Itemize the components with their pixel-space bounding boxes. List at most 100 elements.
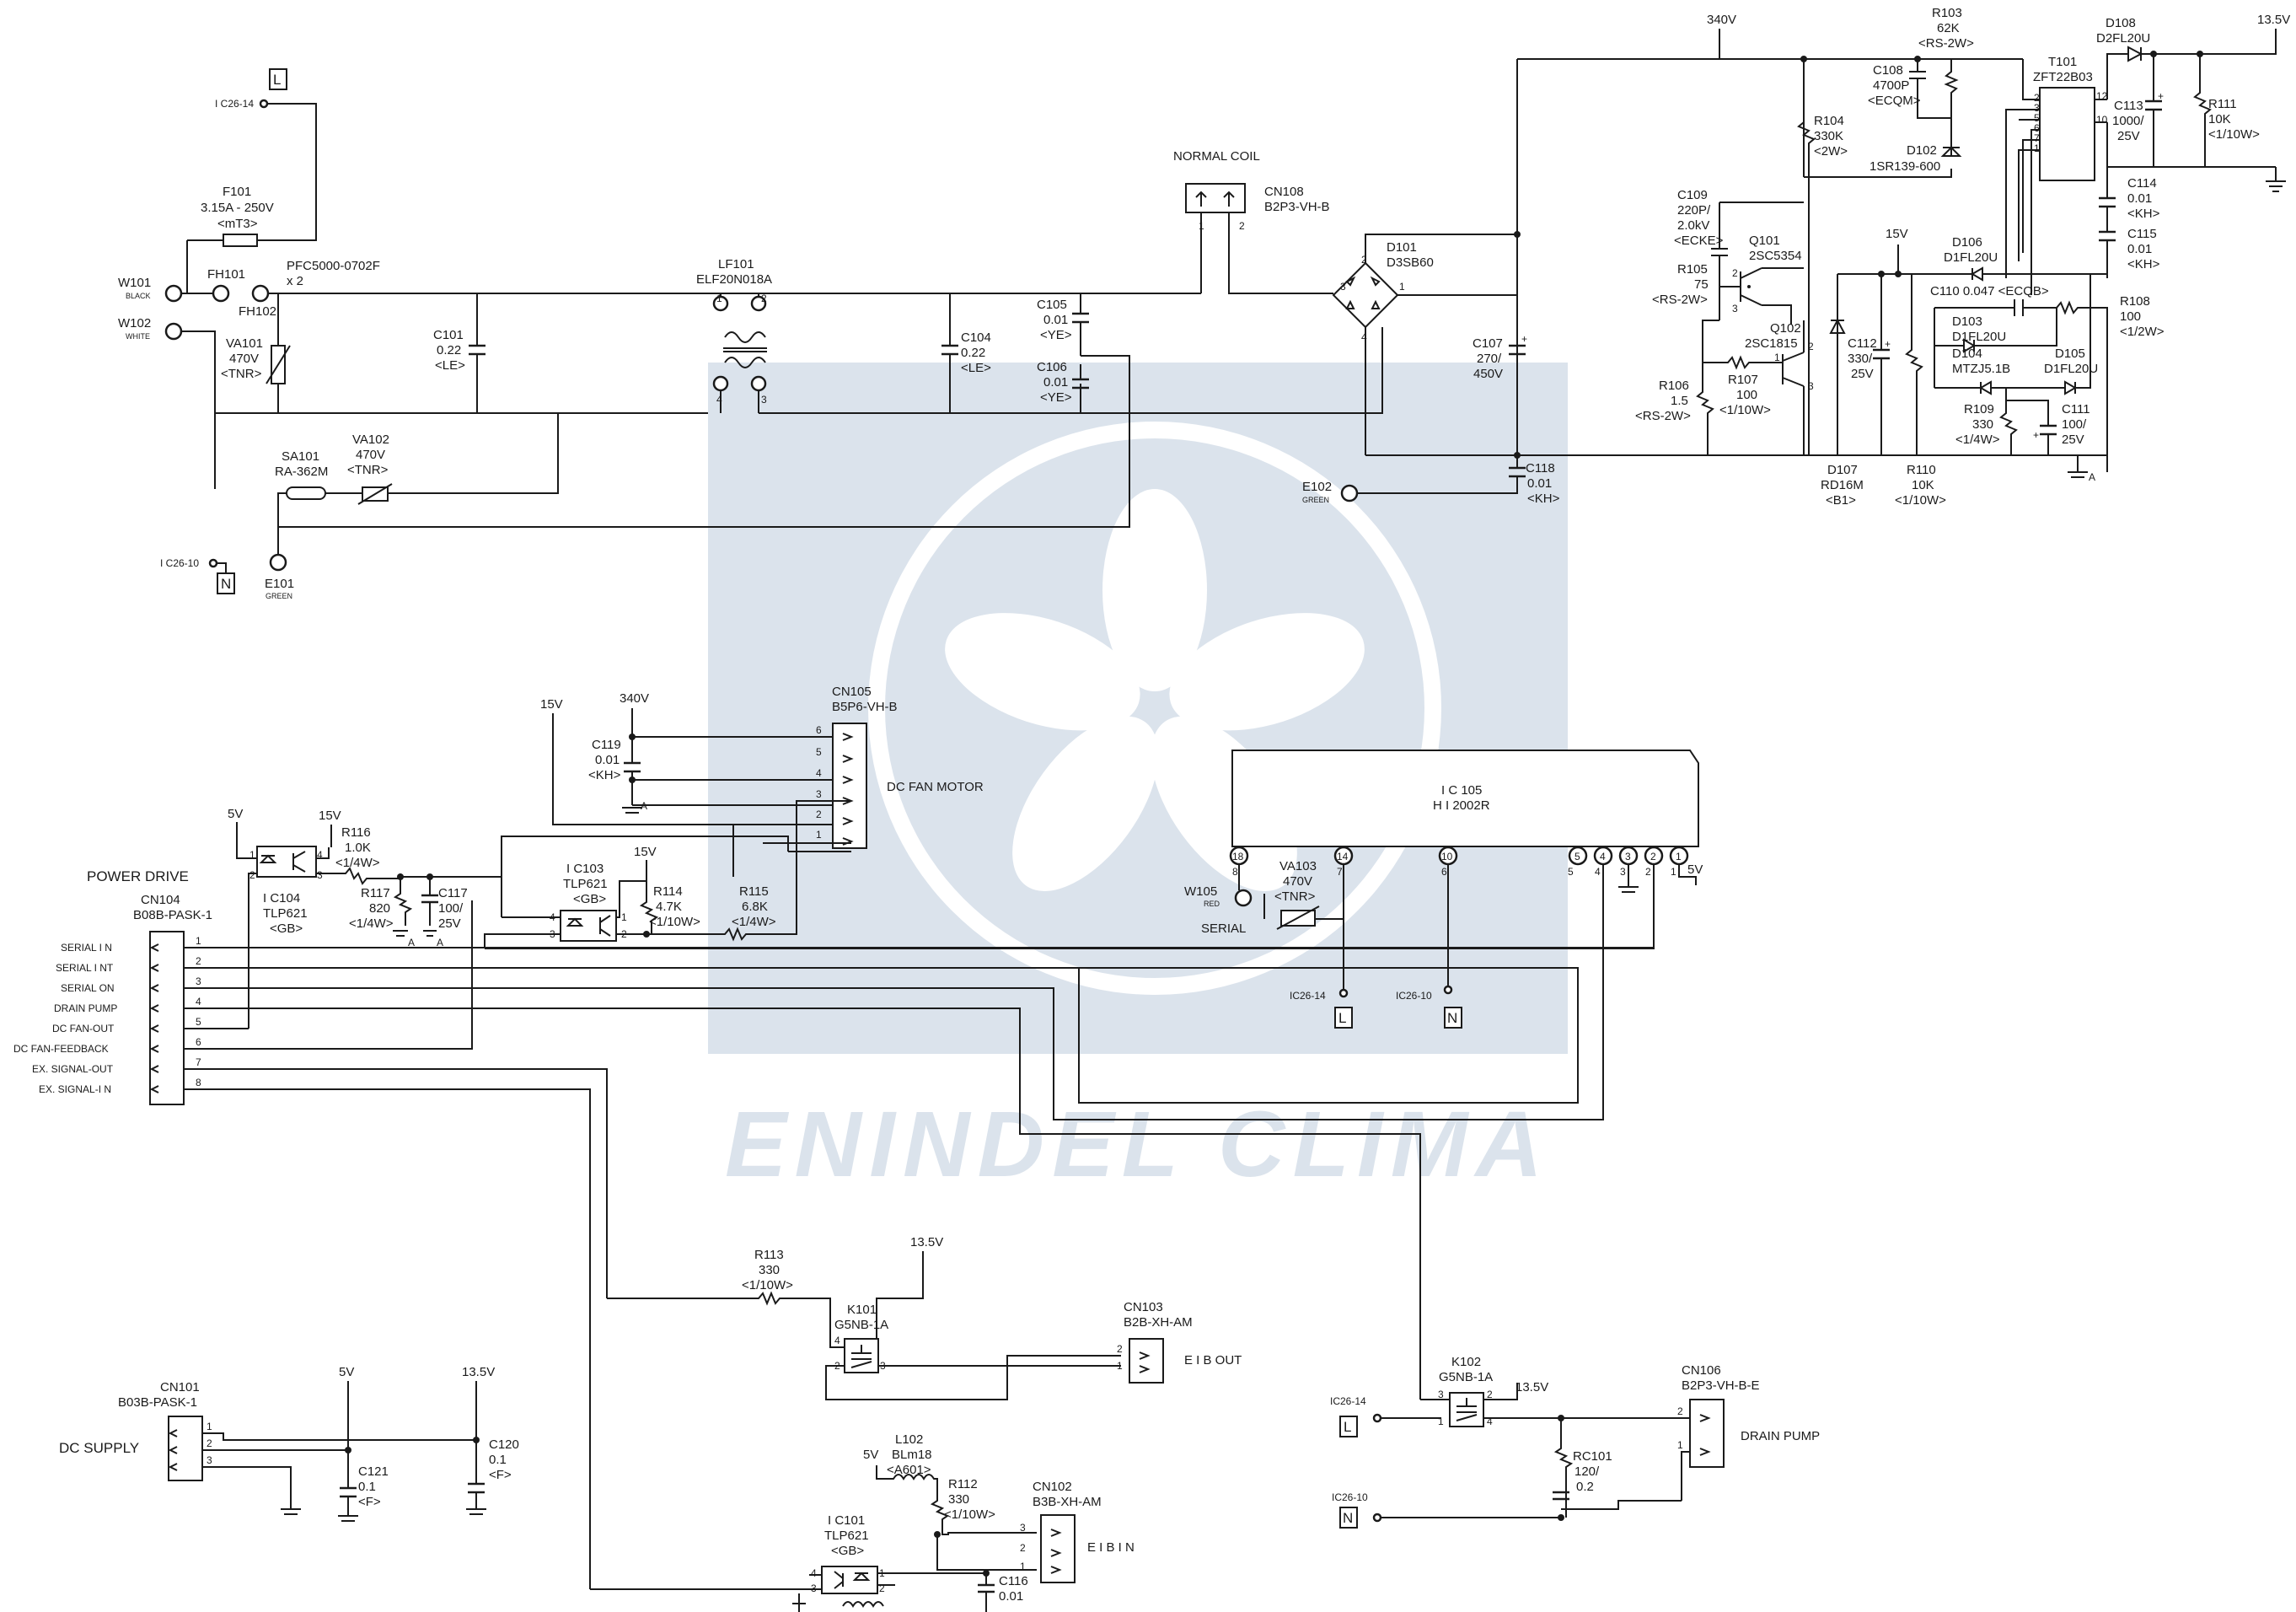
f101-type: <mT3> [217, 217, 258, 231]
eib-in-v5-label: 5V [863, 1448, 878, 1462]
svg-text:10: 10 [2096, 114, 2108, 126]
sa101-part: RA-362M [275, 465, 328, 479]
drain-ic26-10: IC26-10 [1332, 1491, 1368, 1503]
c120-label: C120 [489, 1437, 519, 1452]
r103-label: R103 [1932, 6, 1962, 20]
c113-label: C113 [2114, 99, 2143, 113]
cn108-part: B2P3-VH-B [1264, 200, 1330, 214]
c114-type: <KH> [2127, 207, 2160, 221]
r115-value: 6.8K [742, 900, 768, 914]
c105-type: <YE> [1040, 328, 1072, 342]
rc101-label: RC101 [1573, 1449, 1612, 1464]
r111-type: <1/10W> [2208, 127, 2260, 142]
svg-text:14: 14 [1337, 851, 1349, 862]
d106-label: D106 [1952, 235, 1982, 250]
svg-text:2: 2 [2034, 92, 2040, 104]
ic101-type: <GB> [831, 1544, 864, 1558]
svg-text:2: 2 [1732, 267, 1738, 279]
r110-label: R110 [1907, 463, 1936, 477]
fh101-label: FH101 [207, 267, 245, 282]
r114-label: R114 [653, 884, 683, 899]
ic26-10-label: I C26-10 [160, 557, 199, 569]
svg-text:2: 2 [1808, 341, 1814, 352]
pfc-label: PFC5000-0702F [287, 259, 380, 273]
d108-label: D108 [2106, 16, 2136, 30]
cn108-label: CN108 [1264, 185, 1304, 199]
svg-text:A: A [408, 937, 415, 948]
svg-text:1: 1 [1399, 281, 1405, 293]
dc-supply-title: DC SUPPLY [59, 1440, 139, 1456]
f101-rating: 3.15A - 250V [201, 201, 274, 215]
c120-value: 0.1 [489, 1453, 507, 1467]
d102-part: 1SR139-600 [1870, 159, 1940, 174]
r108-value: 100 [2120, 309, 2141, 324]
fh101-terminal [212, 284, 230, 303]
svg-text:SERIAL I NT: SERIAL I NT [56, 962, 114, 974]
c119-value: 0.01 [595, 753, 620, 767]
svg-text:1: 1 [1774, 352, 1780, 363]
c105-label: C105 [1037, 298, 1067, 312]
fan-motor-section: 15V 340V C119 0.01 <KH> A CN105 B5P6-VH-… [540, 685, 984, 849]
svg-text:SERIAL I N: SERIAL I N [61, 942, 112, 954]
r106-value: 1.5 [1671, 394, 1688, 408]
ic26-14-label: I C26-14 [215, 98, 254, 110]
d107-type: <B1> [1826, 493, 1856, 508]
r112-label: R112 [948, 1477, 978, 1491]
cn104-connector [149, 931, 185, 1105]
va101-voltage: 470V [229, 352, 259, 366]
d105-label: D105 [2055, 347, 2085, 361]
svg-text:2: 2 [249, 869, 255, 881]
cn101-label: CN101 [160, 1380, 200, 1394]
fh102-label: FH102 [239, 304, 276, 319]
r105-type: <RS-2W> [1652, 293, 1708, 307]
r114-type: <1/10W> [649, 915, 700, 929]
ic104-part: TLP621 [263, 906, 308, 921]
svg-text:2: 2 [1677, 1405, 1683, 1417]
r115-type: <1/4W> [732, 915, 776, 929]
ic104-type: <GB> [270, 922, 303, 936]
cn106-label: CN106 [1682, 1363, 1721, 1378]
va102-label: VA102 [352, 433, 389, 447]
svg-text:2: 2 [761, 293, 767, 304]
k101-label: K101 [847, 1303, 877, 1317]
svg-text:6: 6 [1441, 866, 1447, 878]
rc101-value: 120/ [1574, 1464, 1600, 1479]
svg-text:1: 1 [1199, 220, 1204, 232]
svg-text:3: 3 [1808, 380, 1814, 392]
svg-text:3: 3 [317, 869, 323, 881]
svg-text:4: 4 [716, 394, 722, 406]
r116-label: R116 [341, 825, 371, 840]
l-tag: L [273, 72, 281, 88]
svg-text:4: 4 [1600, 851, 1606, 862]
svg-text:+: + [2033, 429, 2039, 441]
svg-text:6: 6 [2034, 122, 2040, 134]
svg-text:4: 4 [317, 849, 323, 861]
va102-voltage: 470V [356, 448, 385, 462]
drain-v135-label: 13.5V [1515, 1380, 1548, 1394]
d108-part: D2FL20U [2096, 31, 2150, 46]
c120-type: <F> [489, 1468, 512, 1482]
l102-type: <A601> [887, 1463, 931, 1477]
c106-value: 0.01 [1043, 375, 1068, 390]
q101-part: 2SC5354 [1749, 249, 1802, 263]
eib-out-title: E I B OUT [1184, 1353, 1242, 1368]
r116-value: 1.0K [345, 841, 371, 855]
r115-label: R115 [739, 884, 769, 899]
svg-text:4: 4 [834, 1335, 840, 1346]
lf101-part: ELF20N018A [696, 272, 772, 287]
c104-label: C104 [961, 330, 991, 345]
d105-part: D1FL20U [2044, 362, 2098, 376]
ic103-part: TLP621 [563, 877, 608, 891]
svg-text:1: 1 [716, 293, 722, 304]
svg-text:2: 2 [1239, 220, 1245, 232]
c121-label: C121 [358, 1464, 389, 1479]
watermark-text: ENINDEL CLIMA [725, 1093, 1542, 1196]
c117-voltage: 25V [438, 916, 461, 931]
ic105-label: I C 105 [1441, 783, 1482, 798]
svg-text:3: 3 [1732, 303, 1738, 314]
c108-label: C108 [1873, 63, 1903, 78]
fan-v340-label: 340V [620, 691, 649, 706]
svg-text:2: 2 [1487, 1389, 1493, 1400]
c104-value: 0.22 [961, 346, 985, 360]
